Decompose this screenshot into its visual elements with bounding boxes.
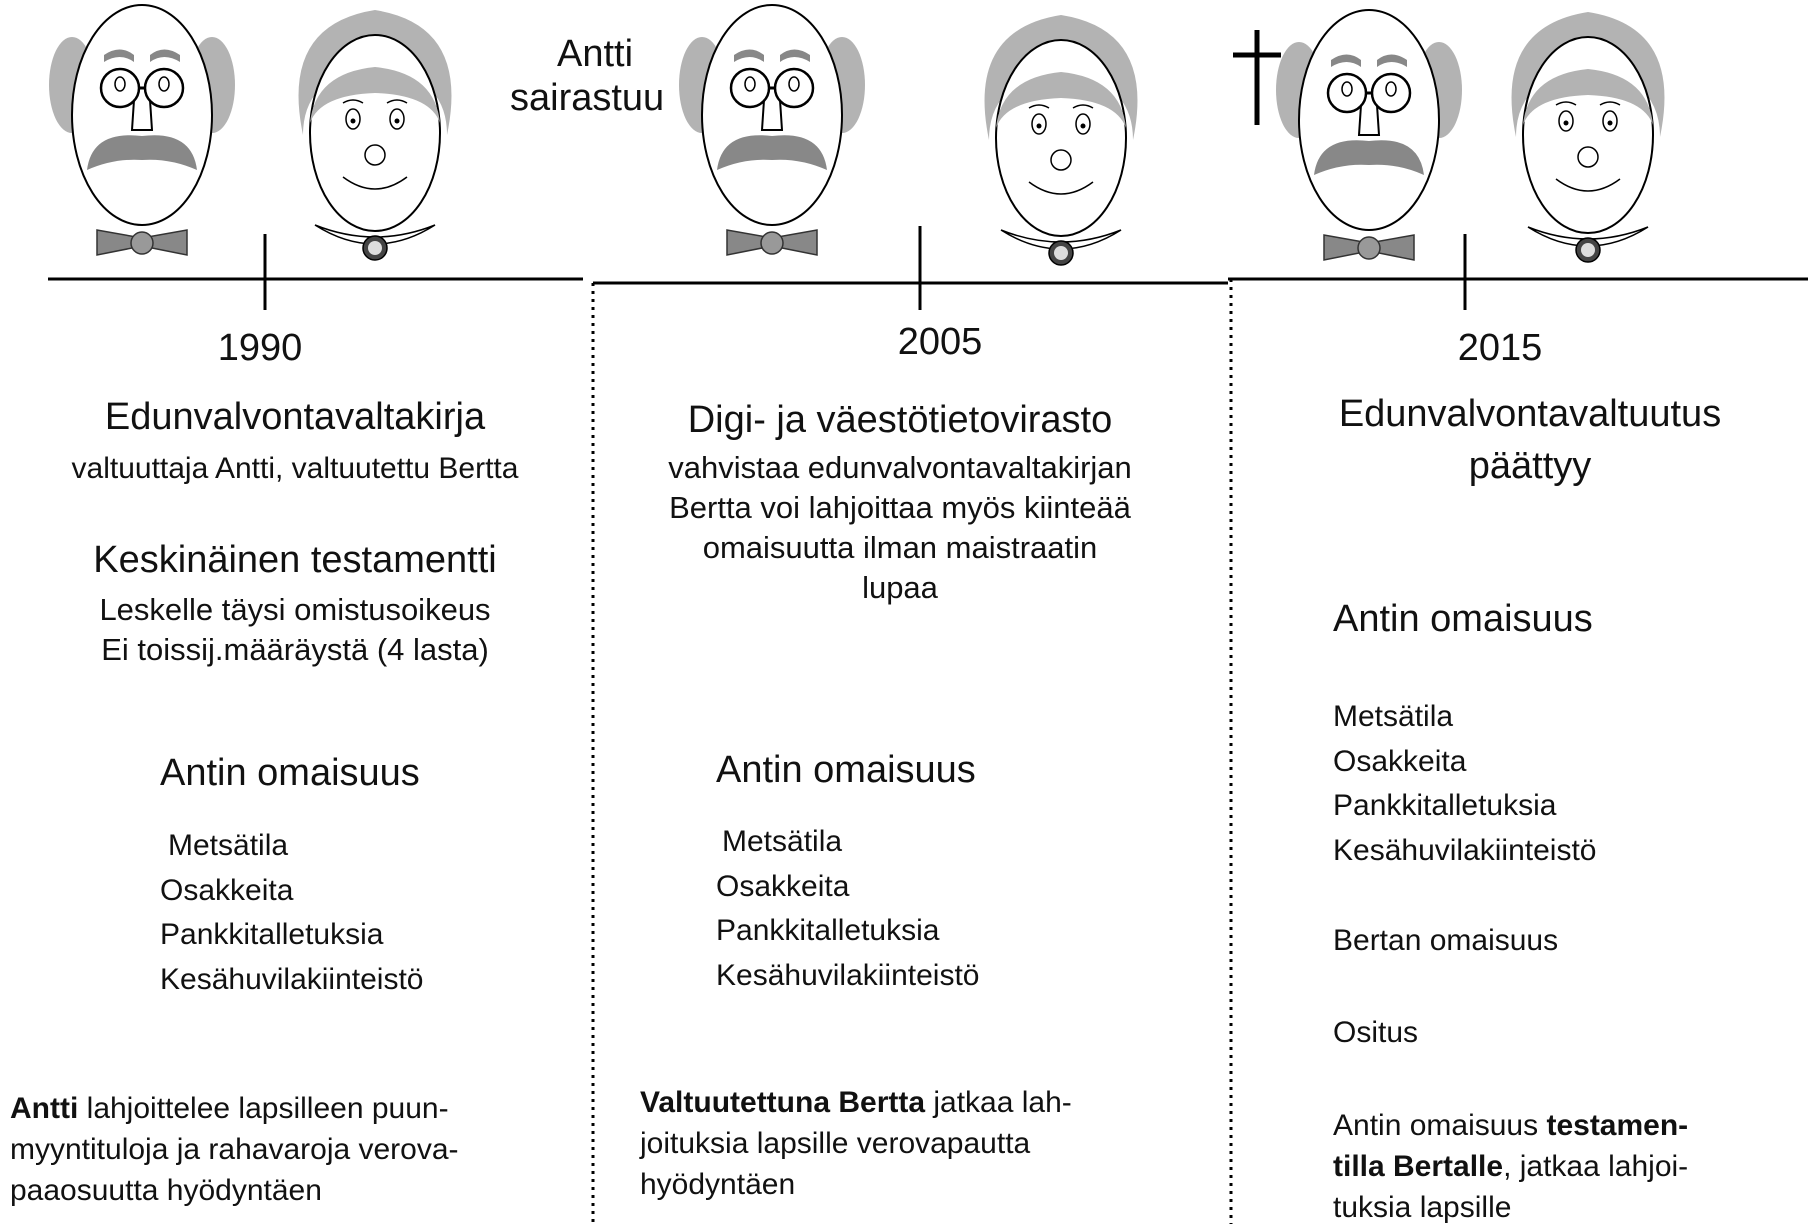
asset-item: Metsätila	[722, 825, 843, 858]
footer-1990: Antti lahjoittelee lapsilleen puun- myyn…	[10, 1088, 590, 1211]
event-label: Antti sairastuu	[510, 32, 664, 120]
footer-bold: testamen-	[1546, 1109, 1689, 1142]
footer-bold: tilla Bertalle	[1333, 1150, 1504, 1183]
asset-item: Metsätila	[1333, 700, 1454, 733]
text-2005: vahvistaa edunvalvontavaltakirjan Bertta…	[600, 448, 1200, 608]
footer-bold: Antti	[10, 1092, 79, 1125]
heading-2005: Digi- ja väestötietovirasto	[687, 399, 1113, 441]
text-line: lupaa	[862, 570, 938, 605]
woman-figure-2015	[1510, 11, 1666, 263]
asset-item: Pankkitalletuksia	[160, 918, 384, 951]
man-figure-1990	[47, 3, 237, 257]
assets-list-2005: Metsätila Osakkeita Pankkitalletuksia Ke…	[716, 820, 979, 998]
heading-2015: Edunvalvontavaltuutus päättyy	[1260, 388, 1800, 492]
heading-line: päättyy	[1468, 445, 1592, 487]
year-2005: 2005	[897, 321, 983, 363]
subheading-1990: valtuuttaja Antti, valtuutettu Bertta	[71, 452, 519, 485]
footer-text: Antin omaisuus	[1333, 1109, 1547, 1142]
text-line: vahvistaa edunvalvontavaltakirjan	[668, 450, 1132, 485]
text-line: Bertta voi lahjoittaa myös kiinteää	[669, 490, 1131, 525]
asset-item: Osakkeita	[160, 873, 294, 907]
man-figure-2015	[1274, 8, 1464, 262]
assets-title-2015: Antin omaisuus	[1333, 598, 1593, 640]
timeline-ticks	[263, 226, 1467, 310]
timeline-axis	[48, 277, 1808, 285]
woman-figure-2005	[983, 14, 1139, 266]
footer-text: , jatkaa lahjoi-	[1503, 1150, 1689, 1183]
footer-text: lahjoittelee lapsilleen puun-	[78, 1092, 449, 1125]
extra1-2015: Bertan omaisuus	[1333, 924, 1559, 957]
column-separators	[591, 279, 1233, 1224]
footer-2015: Antin omaisuus testamen- tilla Bertalle,…	[1333, 1105, 1813, 1228]
asset-item: Osakkeita	[1333, 744, 1467, 778]
asset-item: Kesähuvilakiinteistö	[716, 958, 980, 992]
heading-1990: Edunvalvontavaltakirja	[104, 396, 486, 438]
footer-line: paaosuutta hyödyntäen	[10, 1174, 322, 1207]
woman-figure-1990	[297, 9, 453, 261]
footer-bold: Valtuutettuna Bertta	[640, 1086, 926, 1119]
asset-item: Metsätila	[168, 829, 289, 862]
asset-item: Osakkeita	[716, 869, 850, 903]
heading2-1990: Keskinäinen testamentti	[93, 539, 497, 581]
year-1990: 1990	[217, 327, 303, 369]
heading-line: Edunvalvontavaltuutus	[1338, 393, 1722, 435]
extra2-2015: Ositus	[1333, 1016, 1419, 1049]
event-label-line1: Antti	[556, 33, 634, 75]
assets-list-2015: Metsätila Osakkeita Pankkitalletuksia Ke…	[1333, 695, 1596, 873]
asset-item: Kesähuvilakiinteistö	[1333, 833, 1597, 867]
asset-item: Kesähuvilakiinteistö	[160, 962, 424, 996]
footer-text: jatkaa lah-	[925, 1086, 1072, 1119]
footer-line: hyödyntäen	[640, 1168, 796, 1201]
note-line: Ei toissij.määräystä (4 lasta)	[101, 632, 489, 667]
notes-1990: Leskelle täysi omistusoikeus Ei toissij.…	[0, 590, 590, 670]
footer-2005: Valtuutettuna Bertta jatkaa lah- joituks…	[640, 1082, 1220, 1205]
event-label-line2: sairastuu	[510, 77, 665, 119]
footer-line: joituksia lapsille verovapautta	[640, 1127, 1031, 1160]
man-figure-2005	[677, 3, 867, 257]
footer-line: myyntituloja ja rahavaroja verova-	[10, 1133, 459, 1166]
assets-title-1990: Antin omaisuus	[160, 752, 420, 794]
year-2015: 2015	[1457, 327, 1543, 369]
asset-item: Pankkitalletuksia	[716, 914, 940, 947]
footer-line: tuksia lapsille	[1333, 1191, 1512, 1224]
cross-icon	[1233, 30, 1281, 125]
assets-list-1990: Metsätila Osakkeita Pankkitalletuksia Ke…	[160, 824, 423, 1002]
asset-item: Pankkitalletuksia	[1333, 789, 1557, 822]
assets-title-2005: Antin omaisuus	[716, 749, 976, 791]
note-line: Leskelle täysi omistusoikeus	[99, 592, 491, 627]
text-line: omaisuutta ilman maistraatin	[702, 530, 1098, 565]
